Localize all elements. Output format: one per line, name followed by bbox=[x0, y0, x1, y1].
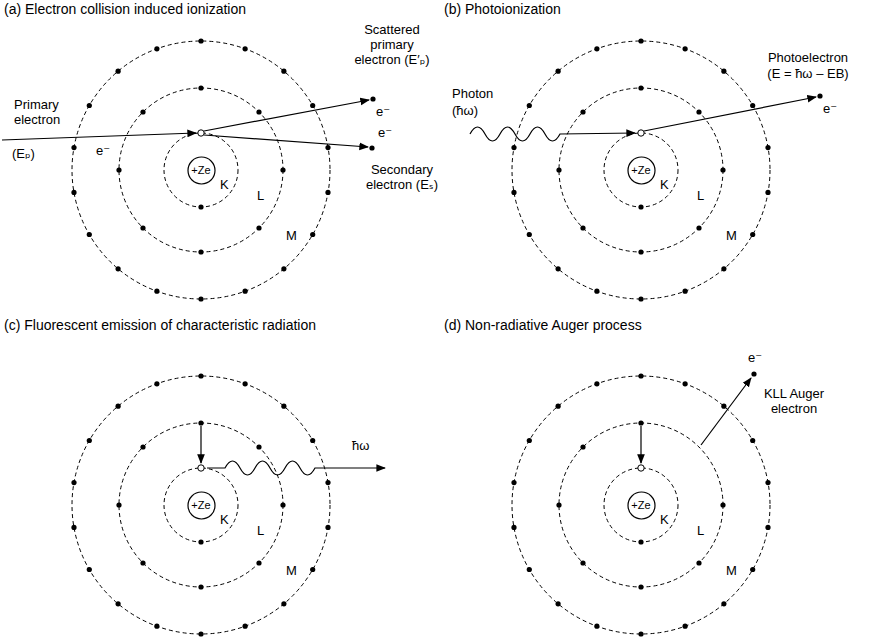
shell-label: K bbox=[220, 177, 229, 192]
electron-label: Primary electron bbox=[14, 97, 76, 127]
shell-label: M bbox=[286, 228, 297, 243]
transition-arrow bbox=[200, 426, 201, 463]
panel-title: (c) Fluorescent emission of characterist… bbox=[4, 318, 316, 333]
electron-dot bbox=[751, 371, 756, 376]
electron-dot bbox=[256, 109, 261, 114]
electron-label: Secondary electron (Eₛ) bbox=[352, 162, 452, 192]
shell-label: L bbox=[257, 523, 264, 538]
energy-label: (ħω) bbox=[452, 103, 478, 118]
electron-symbol: e⁻ bbox=[96, 143, 110, 158]
nucleus-circle: +Ze bbox=[627, 491, 656, 520]
shell-label: L bbox=[257, 188, 264, 203]
auger-electron-arrow bbox=[701, 378, 751, 445]
atom-shells bbox=[71, 38, 330, 301]
nucleus-circle: +Ze bbox=[187, 156, 216, 185]
shell-label: K bbox=[660, 177, 669, 192]
electron-label: Scattered primary electron (E′ₚ) bbox=[346, 22, 438, 67]
atom-shells bbox=[511, 373, 770, 636]
panel-title: (d) Non-radiative Auger process bbox=[444, 318, 642, 333]
primary-electron-arrow bbox=[2, 133, 196, 140]
photon-wave bbox=[470, 127, 635, 141]
atom-shells bbox=[511, 38, 770, 301]
electron-symbol: e⁻ bbox=[748, 350, 762, 365]
electron-label: KLL Auger electron bbox=[753, 386, 835, 416]
electron-dot bbox=[817, 93, 822, 98]
shell-label: L bbox=[697, 523, 704, 538]
photoelectron-arrow bbox=[644, 97, 816, 131]
nucleus-circle: +Ze bbox=[187, 491, 216, 520]
nucleus-charge: +Ze bbox=[187, 156, 216, 177]
scattered-electron-arrow bbox=[204, 100, 369, 131]
electron-dot bbox=[369, 145, 374, 150]
energy-label: (Eₚ) bbox=[12, 146, 35, 161]
panel-title: (b) Photoionization bbox=[444, 2, 561, 17]
panel-title: (a) Electron collision induced ionizatio… bbox=[4, 2, 246, 17]
nucleus-charge: +Ze bbox=[627, 156, 656, 177]
atom-shells bbox=[71, 373, 330, 636]
transition-arrow bbox=[640, 426, 641, 463]
electron-label: Photoelectron bbox=[768, 50, 848, 65]
energy-label: (E = ħω – EB) bbox=[767, 66, 848, 81]
electron-dot bbox=[256, 444, 261, 449]
nucleus-charge: +Ze bbox=[627, 491, 656, 512]
shell-label: M bbox=[726, 228, 737, 243]
nucleus-circle: +Ze bbox=[627, 156, 656, 185]
electron-symbol: e⁻ bbox=[376, 104, 390, 119]
electron-dot bbox=[696, 109, 701, 114]
electron-symbol: e⁻ bbox=[823, 101, 837, 116]
emitted-photon-wave bbox=[207, 461, 385, 475]
shell-label: M bbox=[286, 563, 297, 578]
photon-energy-label: ħω bbox=[352, 438, 369, 453]
electron-dot bbox=[370, 96, 375, 101]
electron-symbol: e⁻ bbox=[378, 125, 392, 140]
shell-label: K bbox=[660, 512, 669, 527]
shell-label: K bbox=[220, 512, 229, 527]
photon-label: Photon bbox=[452, 86, 493, 101]
shell-label: M bbox=[726, 563, 737, 578]
secondary-electron-arrow bbox=[204, 135, 368, 147]
shell-label: L bbox=[697, 188, 704, 203]
nucleus-charge: +Ze bbox=[187, 491, 216, 512]
